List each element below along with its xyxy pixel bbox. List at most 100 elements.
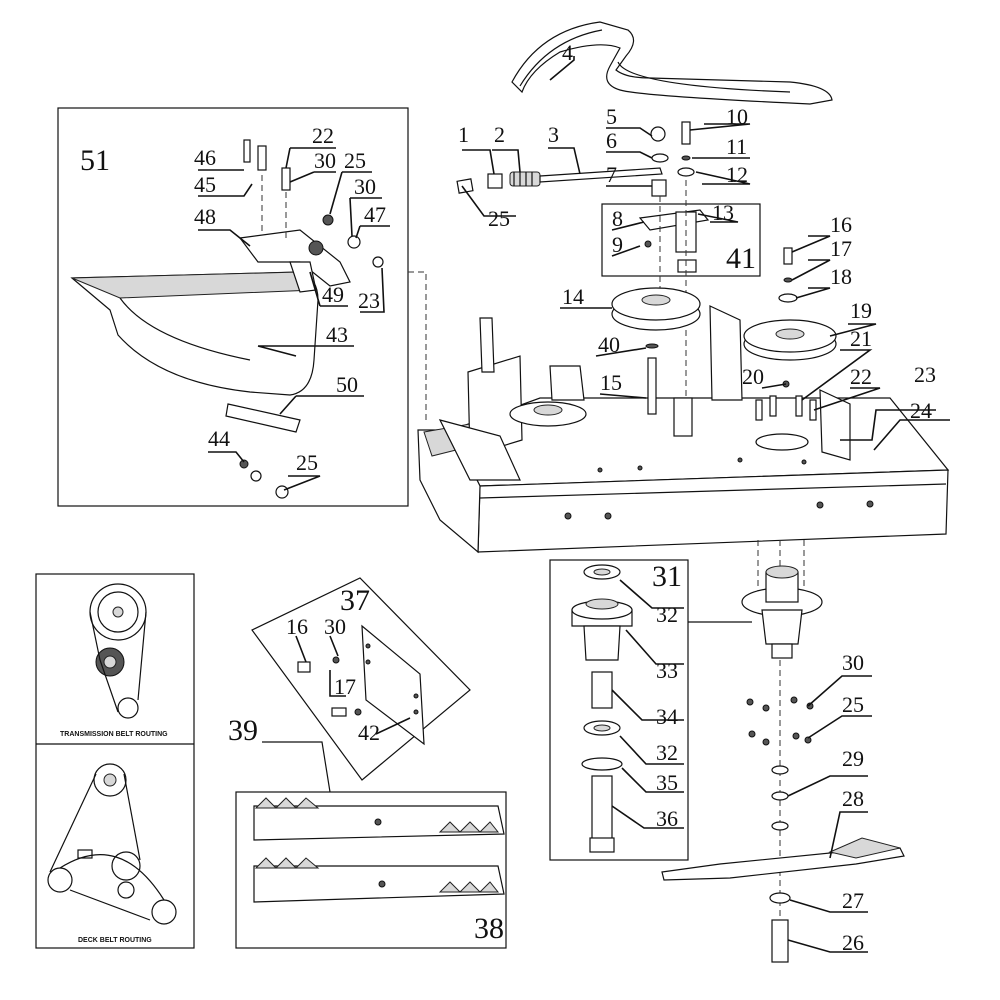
- callout-16: 16: [830, 212, 852, 237]
- inset-37-frame: [251, 577, 471, 781]
- callout-6: 6: [606, 128, 617, 153]
- callout-24: 24: [910, 398, 932, 423]
- nut-1: [487, 173, 503, 189]
- callout-32-top: 32: [656, 602, 678, 627]
- inset-41-frame: [601, 203, 761, 277]
- callout-35: 35: [656, 770, 678, 795]
- bolt-10: [681, 121, 691, 145]
- bolt-16-inset: [297, 661, 311, 673]
- callout-22-inset: 22: [312, 123, 334, 148]
- transmission-belt-caption: TRANSMISSION BELT ROUTING: [60, 731, 168, 738]
- callout-28: 28: [842, 786, 864, 811]
- callout-23: 23: [914, 362, 936, 387]
- callout-2: 2: [494, 122, 505, 147]
- callout-41: 41: [726, 242, 756, 275]
- center-idler-pulley: [111, 851, 141, 881]
- routing-frame: [35, 573, 195, 949]
- callout-32-bottom: 32: [656, 740, 678, 765]
- callout-30b-inset: 30: [354, 174, 376, 199]
- washer-12: [677, 167, 695, 177]
- hinge-spring: [308, 240, 324, 256]
- callout-30: 30: [842, 650, 864, 675]
- inset-37-baffle: 37 16 30 17 42: [251, 577, 471, 781]
- inset-51-frame: [57, 107, 409, 507]
- callout-44: 44: [208, 426, 230, 451]
- callout-9: 9: [612, 232, 623, 257]
- callout-46: 46: [194, 145, 216, 170]
- callout-45: 45: [194, 172, 216, 197]
- blade-28: [661, 847, 905, 881]
- callout-3: 3: [548, 122, 559, 147]
- callout-1: 1: [458, 122, 469, 147]
- blade-adapter-29: [771, 791, 789, 801]
- idler-arm-8: [638, 209, 710, 231]
- blade-bolt-26: [771, 919, 789, 963]
- callout-39: 39: [228, 714, 258, 747]
- callout-15: 15: [600, 370, 622, 395]
- right-side-bracket: [819, 389, 851, 461]
- callout-25-inset: 25: [344, 148, 366, 173]
- callout-12: 12: [726, 162, 748, 187]
- baffle-plate-42: [361, 624, 425, 746]
- callout-34: 34: [656, 704, 678, 729]
- pivot-bolt-15: [647, 357, 657, 415]
- callout-27: 27: [842, 888, 864, 913]
- callout-38: 38: [474, 912, 504, 945]
- lockwasher-17: [783, 277, 793, 283]
- chute-hinge-bracket: [238, 229, 351, 287]
- idler-post: [673, 397, 693, 437]
- front-hitch-bracket: [438, 419, 521, 481]
- callout-25-chute: 25: [296, 450, 318, 475]
- callout-33: 33: [656, 658, 678, 683]
- callout-43: 43: [326, 322, 348, 347]
- grease-fitting-9: [644, 240, 652, 248]
- callout-50: 50: [336, 372, 358, 397]
- mounting-plate: [225, 403, 301, 433]
- callout-25: 25: [842, 692, 864, 717]
- v-belt: [511, 21, 833, 105]
- nut-5: [650, 126, 666, 142]
- deck-pulleys: 14 40 15 16 17 18 19 20 21 22: [560, 212, 881, 421]
- spacer-7: [651, 179, 667, 197]
- spacer-34: [591, 671, 613, 709]
- callout-47: 47: [364, 202, 386, 227]
- callout-36: 36: [656, 806, 678, 831]
- bolt-16: [783, 247, 793, 265]
- inset-38-blades: 39 38: [228, 714, 507, 949]
- blade-washer-27: [769, 892, 791, 904]
- bolt-46: [243, 139, 251, 163]
- spindle-assembly-inset: 31 32 33 34 32 35 36: [549, 559, 752, 861]
- callout-23-inset: 23: [358, 288, 380, 313]
- inset-38-frame: [235, 791, 507, 949]
- callout-13: 13: [712, 200, 734, 225]
- lockwasher-11: [681, 155, 691, 161]
- right-rear-bracket: [709, 305, 743, 401]
- idler-arm-assembly: 5 6 7 8 9 10 11 12 13 41: [601, 104, 761, 400]
- callout-17-baffle: 17: [334, 674, 356, 699]
- washer-40: [645, 343, 659, 349]
- belt-routing-panels: TRANSMISSION BELT ROUTING DECK BELT ROUT…: [35, 573, 195, 949]
- belt-4: 4: [511, 21, 833, 105]
- callout-14: 14: [562, 284, 584, 309]
- callout-22: 22: [850, 364, 872, 389]
- callout-30-baffle: 30: [324, 614, 346, 639]
- inset-31-frame: [549, 559, 689, 861]
- callout-16-baffle: 16: [286, 614, 308, 639]
- callout-17: 17: [830, 236, 852, 261]
- callout-10: 10: [726, 104, 748, 129]
- callout-8: 8: [612, 206, 623, 231]
- callout-18: 18: [830, 264, 852, 289]
- callout-20: 20: [742, 364, 764, 389]
- callout-19: 19: [850, 298, 872, 323]
- callout-31: 31: [652, 560, 682, 593]
- bushing: [677, 259, 697, 273]
- right-blade-pulley: [151, 899, 177, 925]
- blade-spindle-stack: 30 25 29 28 27 26: [661, 540, 905, 963]
- callout-42: 42: [358, 720, 380, 745]
- callout-26: 26: [842, 930, 864, 955]
- callout-48: 48: [194, 204, 216, 229]
- callout-4: 4: [562, 40, 573, 65]
- callout-21: 21: [850, 326, 872, 351]
- washer-6: [651, 153, 669, 163]
